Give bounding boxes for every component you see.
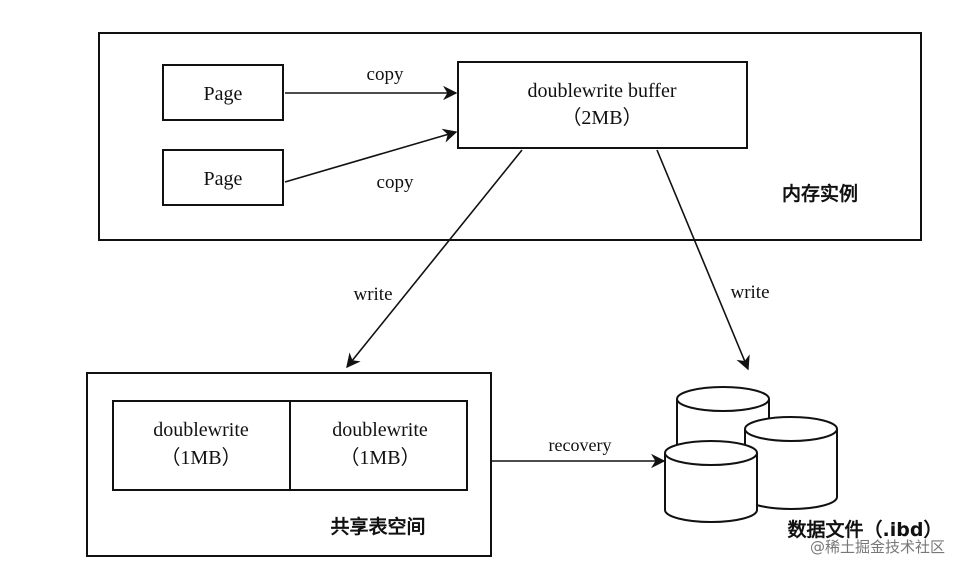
segment-size-1: （1MB）	[160, 446, 241, 469]
segment-size-2: （1MB）	[339, 446, 420, 469]
page-box-2	[162, 149, 284, 206]
datafile-cylinder-right	[744, 416, 838, 510]
watermark-text: @稀土掘金技术社区	[810, 538, 945, 556]
doublewrite-buffer-size: （2MB）	[561, 106, 642, 129]
memory-instance-box	[98, 32, 922, 241]
datafile-cylinder-front	[664, 440, 758, 523]
write-label-tablespace: write	[353, 284, 392, 305]
write-label-datafile: write	[730, 282, 769, 303]
data-files-label: 数据文件（.ibd）	[788, 518, 943, 541]
shared-tablespace-label: 共享表空间	[330, 515, 425, 538]
page-label-1: Page	[204, 83, 243, 105]
write-arrow-tablespace	[346, 149, 523, 369]
doublewrite-segment-2	[289, 400, 468, 491]
shared-tablespace-box	[86, 372, 492, 557]
copy-label-1: copy	[367, 64, 404, 85]
page-label-2: Page	[204, 168, 243, 190]
page-box-1	[162, 64, 284, 121]
doublewrite-segment-1	[112, 400, 291, 491]
recovery-label: recovery	[549, 435, 612, 455]
doublewrite-buffer-box	[457, 61, 748, 149]
copy-label-2: copy	[377, 172, 414, 193]
segment-label-2: doublewrite	[332, 419, 428, 441]
memory-instance-label: 内存实例	[782, 182, 858, 205]
segment-label-1: doublewrite	[153, 419, 249, 441]
doublewrite-buffer-label: doublewrite buffer	[527, 80, 676, 102]
copy-arrow-2	[284, 128, 458, 183]
write-arrow-datafile	[656, 149, 750, 371]
